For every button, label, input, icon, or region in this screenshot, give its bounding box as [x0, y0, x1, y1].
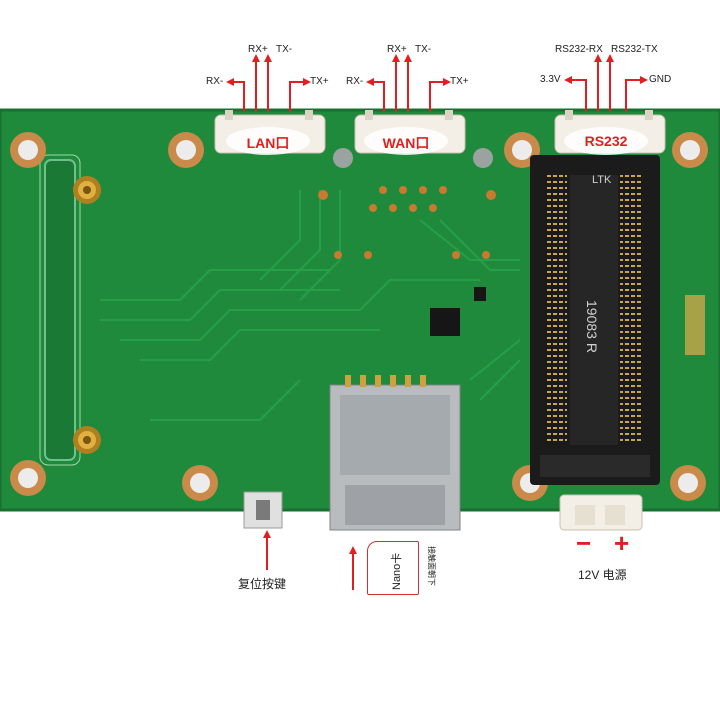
lan-tx-minus-label: TX- — [276, 44, 293, 55]
rs232-tx-label: RS232-TX — [611, 44, 658, 55]
wan-rx-plus-label: RX+ — [387, 44, 407, 55]
power-connector — [559, 494, 643, 531]
lan-rx-plus-label: RX+ — [248, 44, 268, 55]
reset-button-label: 复位按键 — [238, 577, 287, 591]
wan-rx-minus-label: RX- — [346, 76, 364, 87]
lan-tx-plus-label: TX+ — [310, 76, 329, 87]
wan-tx-minus-label: TX- — [415, 44, 432, 55]
reset-button-part — [243, 491, 283, 529]
power-plus-mark: + — [614, 528, 630, 558]
contact-face-down-hint: 接触面朝下 — [427, 546, 436, 586]
nano-card-outline — [367, 541, 419, 595]
power-minus-mark: − — [576, 528, 592, 558]
ltk-silkscreen: LTK — [592, 174, 612, 186]
rs232-gnd-label: GND — [649, 74, 672, 85]
sim-holder — [329, 375, 461, 531]
part-silkscreen: 19083 R — [584, 300, 600, 353]
lan-rx-minus-label: RX- — [206, 76, 224, 87]
brass-standoffs — [73, 176, 101, 454]
rs232-port-name: RS232 — [584, 133, 628, 149]
minipcie-slot — [530, 155, 660, 485]
rs232-3v3-label: 3.3V — [540, 74, 561, 85]
rs232-rx-label: RS232-RX — [555, 44, 603, 55]
mounting-holes — [10, 132, 708, 501]
wan-port-name: WAN口 — [382, 135, 430, 151]
lan-port-name: LAN口 — [246, 135, 290, 151]
power-label: 12V 电源 — [578, 568, 627, 582]
wan-tx-plus-label: TX+ — [450, 76, 469, 87]
nano-card-label: Nano卡 — [391, 552, 403, 590]
